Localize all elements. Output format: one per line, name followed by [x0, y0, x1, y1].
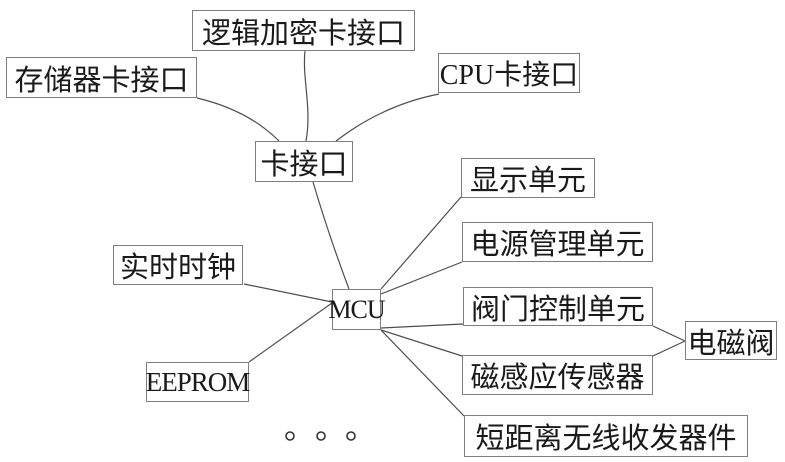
node-mcu: MCU	[328, 289, 386, 330]
node-display-unit: 显示单元	[461, 158, 595, 198]
edge-logic-card-to-card-interface	[303, 50, 309, 142]
edge-mcu-to-valve-control	[380, 323, 464, 329]
node-solenoid-valve: 电磁阀	[685, 321, 777, 360]
edge-memory-card-to-card-interface	[196, 97, 280, 142]
node-card-interface: 卡接口	[255, 141, 353, 182]
edge-mcu-to-display-unit	[380, 196, 462, 290]
node-logic-encryption-card-interface: 逻辑加密卡接口	[192, 10, 415, 51]
edge-mcu-to-power-mgmt	[380, 261, 463, 295]
node-real-time-clock: 实时时钟	[113, 245, 243, 285]
node-memory-card-interface: 存储器卡接口	[6, 57, 197, 98]
edge-magnetic-sensor-to-solenoid	[652, 340, 686, 357]
node-power-management-unit: 电源管理单元	[462, 222, 653, 262]
node-eeprom: EEPROM	[146, 362, 250, 402]
edge-mcu-to-wireless	[380, 329, 465, 417]
ellipsis-dot	[285, 431, 295, 441]
edge-card-interface-to-mcu	[312, 181, 350, 290]
edge-cpu-card-to-card-interface	[335, 93, 440, 142]
edge-valve-control-to-solenoid	[652, 325, 686, 342]
edge-rtc-to-mcu	[243, 283, 333, 303]
ellipsis-dot	[346, 431, 356, 441]
node-short-range-wireless-transceiver: 短距离无线收发器件	[464, 415, 748, 457]
node-magnetic-induction-sensor: 磁感应传感器	[462, 355, 653, 395]
edge-eeprom-to-mcu	[248, 302, 333, 363]
ellipsis-dot	[316, 431, 326, 441]
node-valve-control-unit: 阀门控制单元	[463, 287, 653, 326]
edge-mcu-to-magnetic-sensor	[380, 329, 463, 357]
node-cpu-card-interface: CPU卡接口	[438, 53, 580, 93]
